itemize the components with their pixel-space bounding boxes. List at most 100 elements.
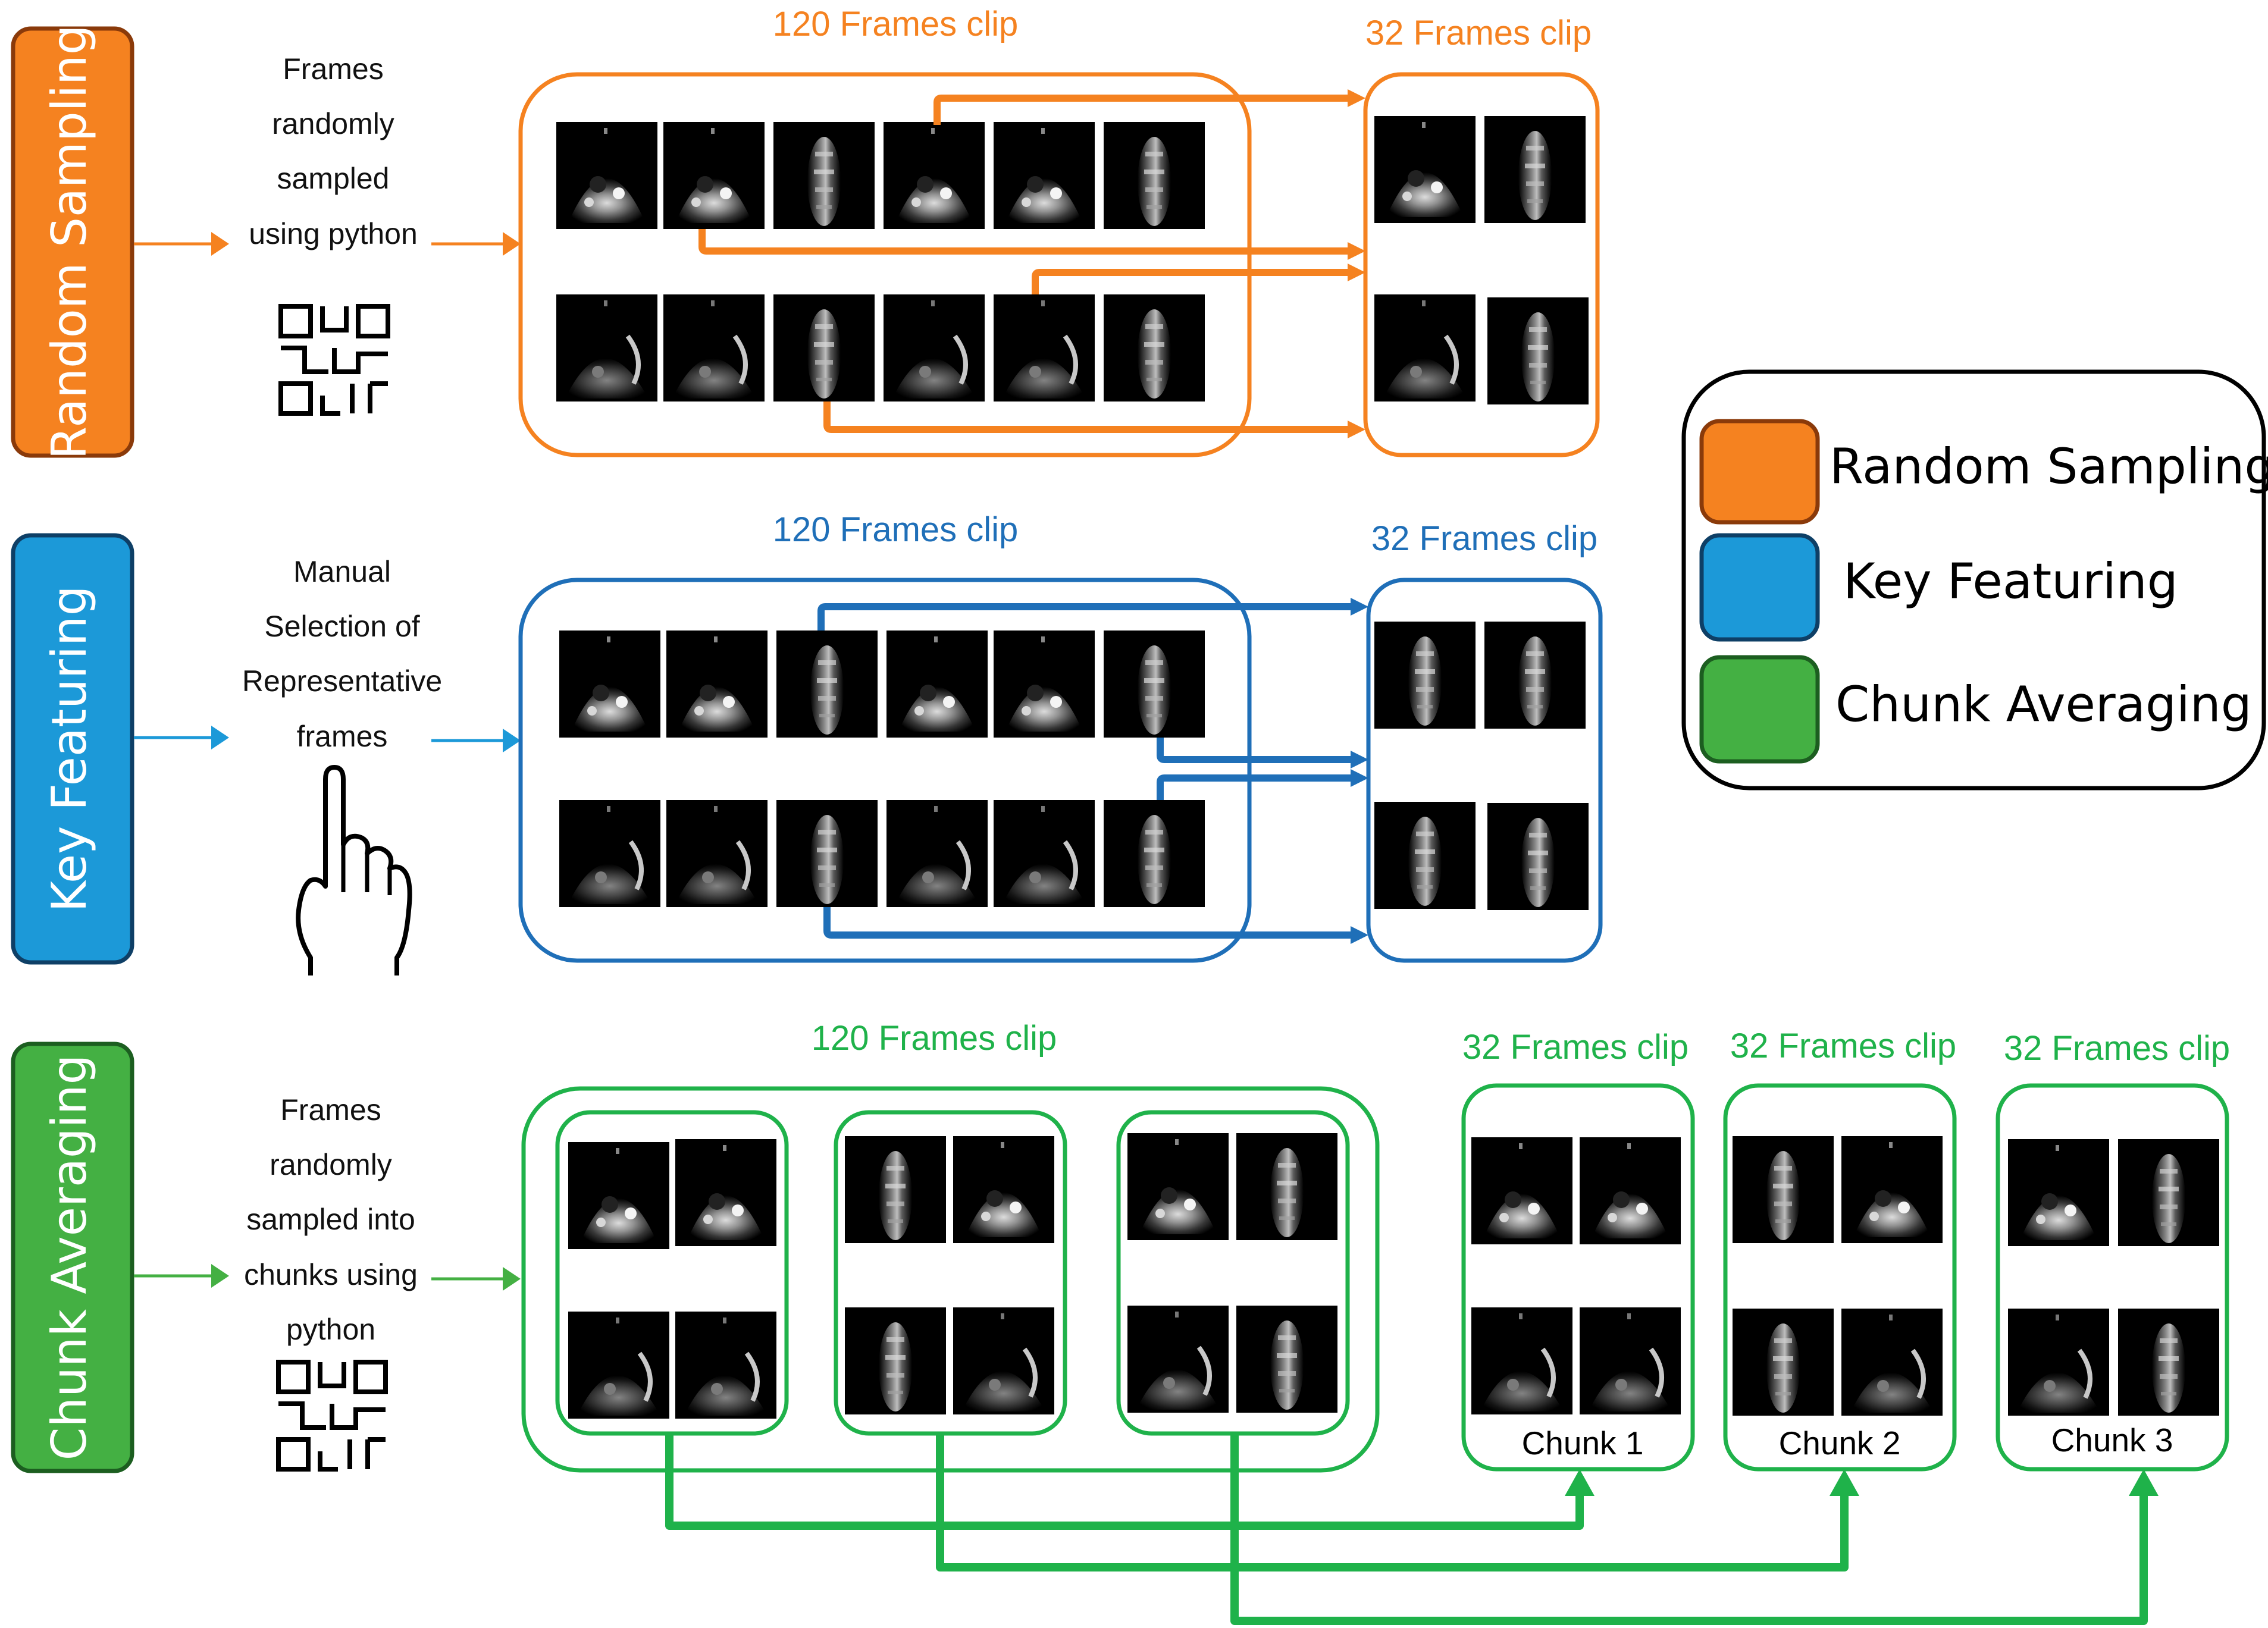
- frame-thumbnail: [1484, 622, 1586, 729]
- frame-thumbnail: [1733, 1309, 1834, 1416]
- frame-thumbnail: [2008, 1309, 2109, 1416]
- frame-thumbnail: [1374, 802, 1476, 909]
- side-label-key-text: Key Featuring: [42, 585, 97, 912]
- frame-thumbnail: [994, 800, 1095, 907]
- chunk-desc-line-3: sampled into: [246, 1203, 415, 1236]
- frame-thumbnail: [1127, 1133, 1229, 1240]
- frame-thumbnail: [776, 631, 878, 738]
- frame-thumbnail: [845, 1307, 946, 1414]
- chunk-label-1: Chunk 1: [1522, 1425, 1644, 1461]
- row-chunk: Frames randomly sampled into chunks usin…: [134, 1019, 2230, 1625]
- key-transfer-arrows: [817, 603, 1351, 939]
- side-label-key-box: [11, 533, 134, 965]
- chunk-output-box-3: [1996, 1083, 2229, 1472]
- side-label-random: Random Sampling: [11, 24, 134, 460]
- frame-thumbnail: [1104, 122, 1205, 229]
- frame-thumbnail: [1236, 1133, 1337, 1240]
- frame-thumbnail: [666, 631, 768, 738]
- frame-thumbnail: [1487, 297, 1589, 404]
- random-desc-line-1: Frames: [283, 52, 383, 86]
- frame-thumbnail: [2118, 1309, 2219, 1416]
- key-clip32-box: [1366, 578, 1603, 963]
- random-desc-line-4: using python: [249, 217, 418, 250]
- frame-thumbnail: [1471, 1137, 1572, 1244]
- random-desc-line-2: randomly: [272, 107, 394, 140]
- legend-box: [1681, 369, 2266, 791]
- frame-thumbnail: [556, 122, 657, 229]
- frame-thumbnail: [556, 294, 657, 401]
- chunk-desc-line-2: randomly: [270, 1148, 392, 1181]
- legend-label-key: Key Featuring: [1843, 553, 2178, 610]
- random-desc-line-3: sampled: [277, 162, 390, 195]
- side-label-chunk-text: Chunk Averaging: [42, 1055, 97, 1461]
- legend-label-chunk: Chunk Averaging: [1835, 676, 2252, 733]
- frame-thumbnail: [1104, 800, 1205, 907]
- chunk-output-box-1: [1461, 1083, 1695, 1472]
- chunk-label-3: Chunk 3: [2051, 1422, 2173, 1458]
- frame-thumbnail: [1236, 1306, 1337, 1413]
- frame-thumbnail: [773, 122, 875, 229]
- frame-thumbnail: [675, 1312, 776, 1419]
- frame-thumbnail: [776, 800, 878, 907]
- chunk-desc-line-1: Frames: [280, 1093, 381, 1127]
- random-clip32-label: 32 Frames clip: [1365, 14, 1592, 52]
- frame-thumbnail: [886, 800, 988, 907]
- frame-thumbnail: [884, 294, 985, 401]
- key-clip120-box: [518, 578, 1252, 963]
- key-clip120-label: 120 Frames clip: [773, 510, 1019, 549]
- side-label-chunk-box: [11, 1042, 134, 1473]
- frame-thumbnail: [1374, 294, 1476, 401]
- frame-thumbnail: [884, 122, 985, 229]
- row-random: Frames randomly sampled using python 120…: [134, 5, 1600, 457]
- chunk-clip120-box: [521, 1086, 1380, 1473]
- chunk-desc-line-5: python: [286, 1313, 375, 1346]
- frame-thumbnail: [568, 1142, 669, 1249]
- frame-thumbnail: [1841, 1136, 1943, 1243]
- row-key: Manual Selection of Representative frame…: [134, 510, 1603, 975]
- chunk-label-2: Chunk 2: [1779, 1425, 1901, 1461]
- legend-swatch-random: [1699, 419, 1820, 525]
- key-desc-line-1: Manual: [293, 555, 391, 588]
- pointing-hand-icon: [298, 767, 410, 975]
- side-label-random-text: Random Sampling: [42, 24, 97, 459]
- random-clip32-box: [1363, 72, 1600, 457]
- frame-thumbnail: [994, 294, 1095, 401]
- frame-thumbnail: [953, 1136, 1054, 1243]
- frame-thumbnail: [568, 1312, 669, 1419]
- frame-thumbnail: [1127, 1306, 1229, 1413]
- frame-thumbnail: [1104, 294, 1205, 401]
- frame-thumbnail: [666, 800, 768, 907]
- random-transfer-arrows: [698, 95, 1348, 433]
- qr-code-icon: [278, 1362, 386, 1469]
- key-desc-line-3: Representative: [242, 664, 442, 698]
- frame-thumbnail: [886, 631, 988, 738]
- frame-thumbnail: [1484, 116, 1586, 223]
- frame-thumbnail: [1487, 803, 1589, 910]
- legend-swatch-chunk: [1699, 655, 1820, 764]
- key-desc-line-4: frames: [297, 720, 388, 753]
- key-desc-line-2: Selection of: [264, 610, 419, 643]
- frame-thumbnail: [2118, 1139, 2219, 1246]
- frame-thumbnail: [994, 122, 1095, 229]
- frame-thumbnail: [1374, 116, 1476, 223]
- side-label-chunk: Chunk Averaging: [11, 1042, 134, 1473]
- key-clip32-label: 32 Frames clip: [1371, 519, 1597, 558]
- frame-thumbnail: [663, 294, 765, 401]
- frame-thumbnail: [559, 631, 660, 738]
- frame-thumbnail: [1580, 1307, 1681, 1414]
- frame-thumbnail: [559, 800, 660, 907]
- frame-thumbnail: [845, 1136, 946, 1243]
- chunk-desc-line-4: chunks using: [244, 1258, 418, 1291]
- chunk-transfer-arrows: [665, 1433, 2148, 1625]
- chunk-clip120-label: 120 Frames clip: [812, 1019, 1057, 1058]
- frame-thumbnail: [663, 122, 765, 229]
- legend: Random Sampling Key Featuring Chunk Aver…: [1681, 369, 2268, 791]
- frame-thumbnail: [1580, 1137, 1681, 1244]
- frame-thumbnail: [675, 1139, 776, 1246]
- frame-thumbnail: [1841, 1309, 1943, 1416]
- frame-thumbnail: [994, 631, 1095, 738]
- qr-code-icon: [281, 306, 388, 413]
- frame-thumbnail: [1733, 1136, 1834, 1243]
- legend-label-random: Random Sampling: [1830, 438, 2268, 495]
